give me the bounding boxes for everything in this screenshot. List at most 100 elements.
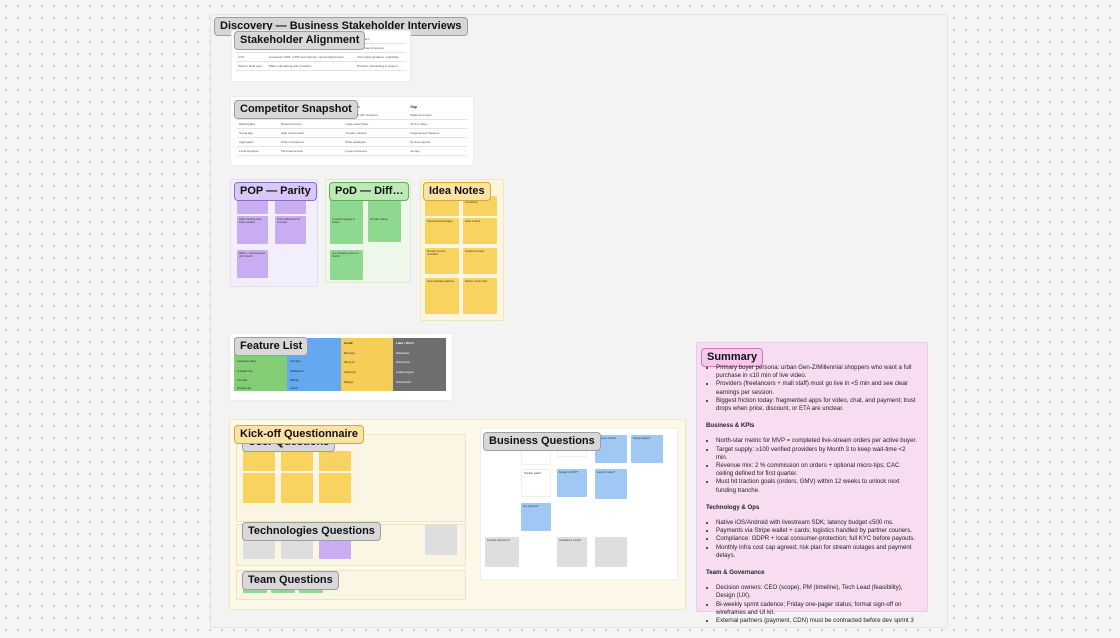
sticky-note[interactable]: Supply targets?	[631, 435, 663, 463]
feature-item: Live chat	[237, 379, 248, 382]
sticky-note[interactable]: Budget for MVP?	[557, 469, 587, 497]
sticky-note[interactable]: Traction goals?	[521, 469, 551, 497]
summary-tech-list: Native iOS/Android with livestream SDK; …	[706, 519, 918, 560]
table-cell: Make onboarding with providers	[267, 61, 355, 71]
sticky-note[interactable]: Partner courier slots	[463, 278, 497, 314]
feature-item: Replays	[344, 381, 354, 384]
summary-bullet: Decision owners: CEO (scope), PM (timeli…	[716, 584, 918, 600]
summary-bullet: Bi-weekly sprint cadence; Friday one-pag…	[716, 601, 918, 617]
summary-heading-tech: Technology & Ops	[706, 503, 760, 511]
sticky-note[interactable]: Key partners?	[521, 503, 551, 531]
pod-diff-title[interactable]: PoD — Diff…	[329, 182, 410, 201]
sticky-note[interactable]	[425, 525, 457, 555]
sticky-note[interactable]: Launch market?	[595, 469, 627, 499]
summary-heading-kpis: Business & KPIs	[706, 422, 755, 430]
table-cell: Roadmap & delivery	[354, 43, 406, 53]
table-cell: Price comparison	[278, 137, 344, 147]
feature-list-title[interactable]: Feature List	[234, 337, 309, 356]
summary-panel[interactable]	[696, 342, 928, 612]
idea-notes-title[interactable]: Idea Notes	[423, 182, 491, 201]
summary-bullet: North-star metric for MVP = completed li…	[716, 437, 918, 445]
sticky-note[interactable]: Provider ratings	[368, 216, 401, 242]
feature-item: Web version	[396, 361, 410, 364]
table-cell: Local boutique	[237, 146, 279, 156]
summary-heading-team: Team & Governance	[706, 569, 765, 577]
feature-item: Notifications	[290, 370, 304, 373]
table-cell: Broad inventory	[278, 119, 344, 129]
pop-parity-title[interactable]: POP — Parity	[234, 182, 317, 201]
business-questions-title[interactable]: Business Questions	[483, 432, 601, 451]
table-cell: No app	[408, 146, 467, 156]
feature-item: Micro-tips	[344, 352, 355, 355]
table-cell: Creator network	[343, 128, 409, 138]
sticky-note[interactable]	[281, 473, 313, 503]
table-cell: Large seller base	[343, 119, 409, 129]
table-header: Gap	[410, 105, 418, 109]
table-cell: Wide catalogue	[343, 137, 409, 147]
feature-item: Loyalty program	[396, 371, 414, 374]
business-questions-area[interactable]: Who is the primary buyer persona? North-…	[480, 428, 678, 580]
feature-list-panel[interactable]: Livestream video In-stream cart Live cha…	[229, 333, 453, 401]
sticky-note[interactable]: AI product tagging in stream	[330, 216, 363, 244]
kickoff-questionnaire-title[interactable]: Kick-off Questionnaire	[234, 425, 364, 444]
team-questions-title[interactable]: Team Questions	[242, 571, 339, 590]
table-cell: CTO	[236, 52, 267, 62]
summary-primary-list: Primary buyer persona: urban Gen-Z/Mille…	[706, 364, 918, 413]
table-cell: Integrated with checkout	[343, 111, 409, 120]
sticky-note[interactable]	[319, 539, 351, 559]
sticky-note[interactable]: Funding milestones?	[485, 537, 519, 567]
table-cell: No live support	[408, 137, 467, 147]
table-cell: Provider onboarding & support	[354, 61, 406, 71]
feature-item: Marketplace	[396, 352, 410, 355]
sticky-note[interactable]	[319, 473, 351, 503]
sticky-note[interactable]: Provider Go-Live reminders	[425, 248, 459, 274]
table-cell: High social reach	[278, 128, 344, 138]
sticky-note[interactable]	[243, 589, 267, 593]
summary-bullet: Revenue mix: 2 % commission on orders + …	[716, 462, 918, 478]
sticky-note[interactable]	[595, 537, 627, 567]
summary-bullet: Primary buyer persona: urban Gen-Z/Mille…	[716, 364, 918, 380]
summary-bullet: External partners (payment, CDN) must be…	[716, 617, 918, 625]
table-cell: Loyal customers	[343, 146, 409, 156]
sticky-note[interactable]	[299, 589, 323, 593]
competitor-snapshot-title[interactable]: Competitor Snapshot	[234, 100, 358, 119]
sticky-note[interactable]	[243, 473, 275, 503]
summary-bullet: Monthly infra cost cap agreed; risk plan…	[716, 544, 918, 560]
sticky-note[interactable]	[243, 451, 275, 471]
summary-bullet: Payments via Stripe wallet + cards; logi…	[716, 527, 918, 535]
sticky-note[interactable]	[319, 451, 351, 471]
stakeholder-alignment-title[interactable]: Stakeholder Alignment	[234, 31, 366, 50]
feature-item: Livestream video	[237, 360, 256, 363]
sticky-note[interactable]: Tiered provider badges	[425, 218, 459, 244]
table-cell: Personal service	[278, 146, 344, 156]
sticky-note[interactable]	[243, 539, 275, 559]
sticky-note[interactable]	[281, 539, 313, 559]
sticky-note[interactable]	[271, 589, 295, 593]
sticky-note[interactable]: Compliance needs?	[557, 537, 587, 567]
feature-column-header: Could	[344, 341, 353, 345]
feature-item: Search	[290, 387, 298, 390]
summary-title[interactable]: Summary	[701, 348, 764, 367]
idea-notes-panel[interactable]: Split stream for group buys Replay with …	[420, 179, 504, 321]
table-cell: Marketplace	[237, 119, 279, 129]
summary-bullet: Target supply: ≥100 verified providers b…	[716, 446, 918, 462]
feature-column-later[interactable]: Later / Won't Marketplace Web version Lo…	[393, 338, 446, 391]
sticky-note[interactable]	[281, 451, 313, 471]
sticky-note[interactable]: Push notifications for new lives	[275, 216, 306, 244]
sticky-note[interactable]: Curated live feed	[463, 248, 497, 274]
sticky-note[interactable]: Live shopping rooms for friends	[330, 250, 363, 280]
sticky-note[interactable]: Order tracking & live status updates	[237, 216, 268, 244]
table-cell: Livestream SDK, 3 PM tech delivery, clou…	[267, 52, 355, 62]
feature-item: AR try-on	[344, 361, 355, 364]
feature-item: In-stream cart	[237, 370, 253, 373]
feature-column-could[interactable]: Could Micro-tips AR try-on Group buy Rep…	[341, 338, 393, 391]
sticky-note[interactable]: Refer a friend	[463, 218, 497, 244]
table-cell: No live video	[408, 119, 467, 129]
feature-item: Ratings	[290, 379, 299, 382]
sticky-note[interactable]: Wallet + card payments with refunds	[237, 250, 268, 278]
summary-bullet: Providers (freelancers + mall staff) mus…	[716, 380, 918, 396]
sticky-note[interactable]: Auto-translated captions	[425, 278, 459, 314]
technologies-questions-title[interactable]: Technologies Questions	[242, 522, 381, 541]
table-cell: Fragmented checkout	[408, 128, 467, 138]
summary-bullet: Biggest friction today: fragmented apps …	[716, 397, 918, 413]
